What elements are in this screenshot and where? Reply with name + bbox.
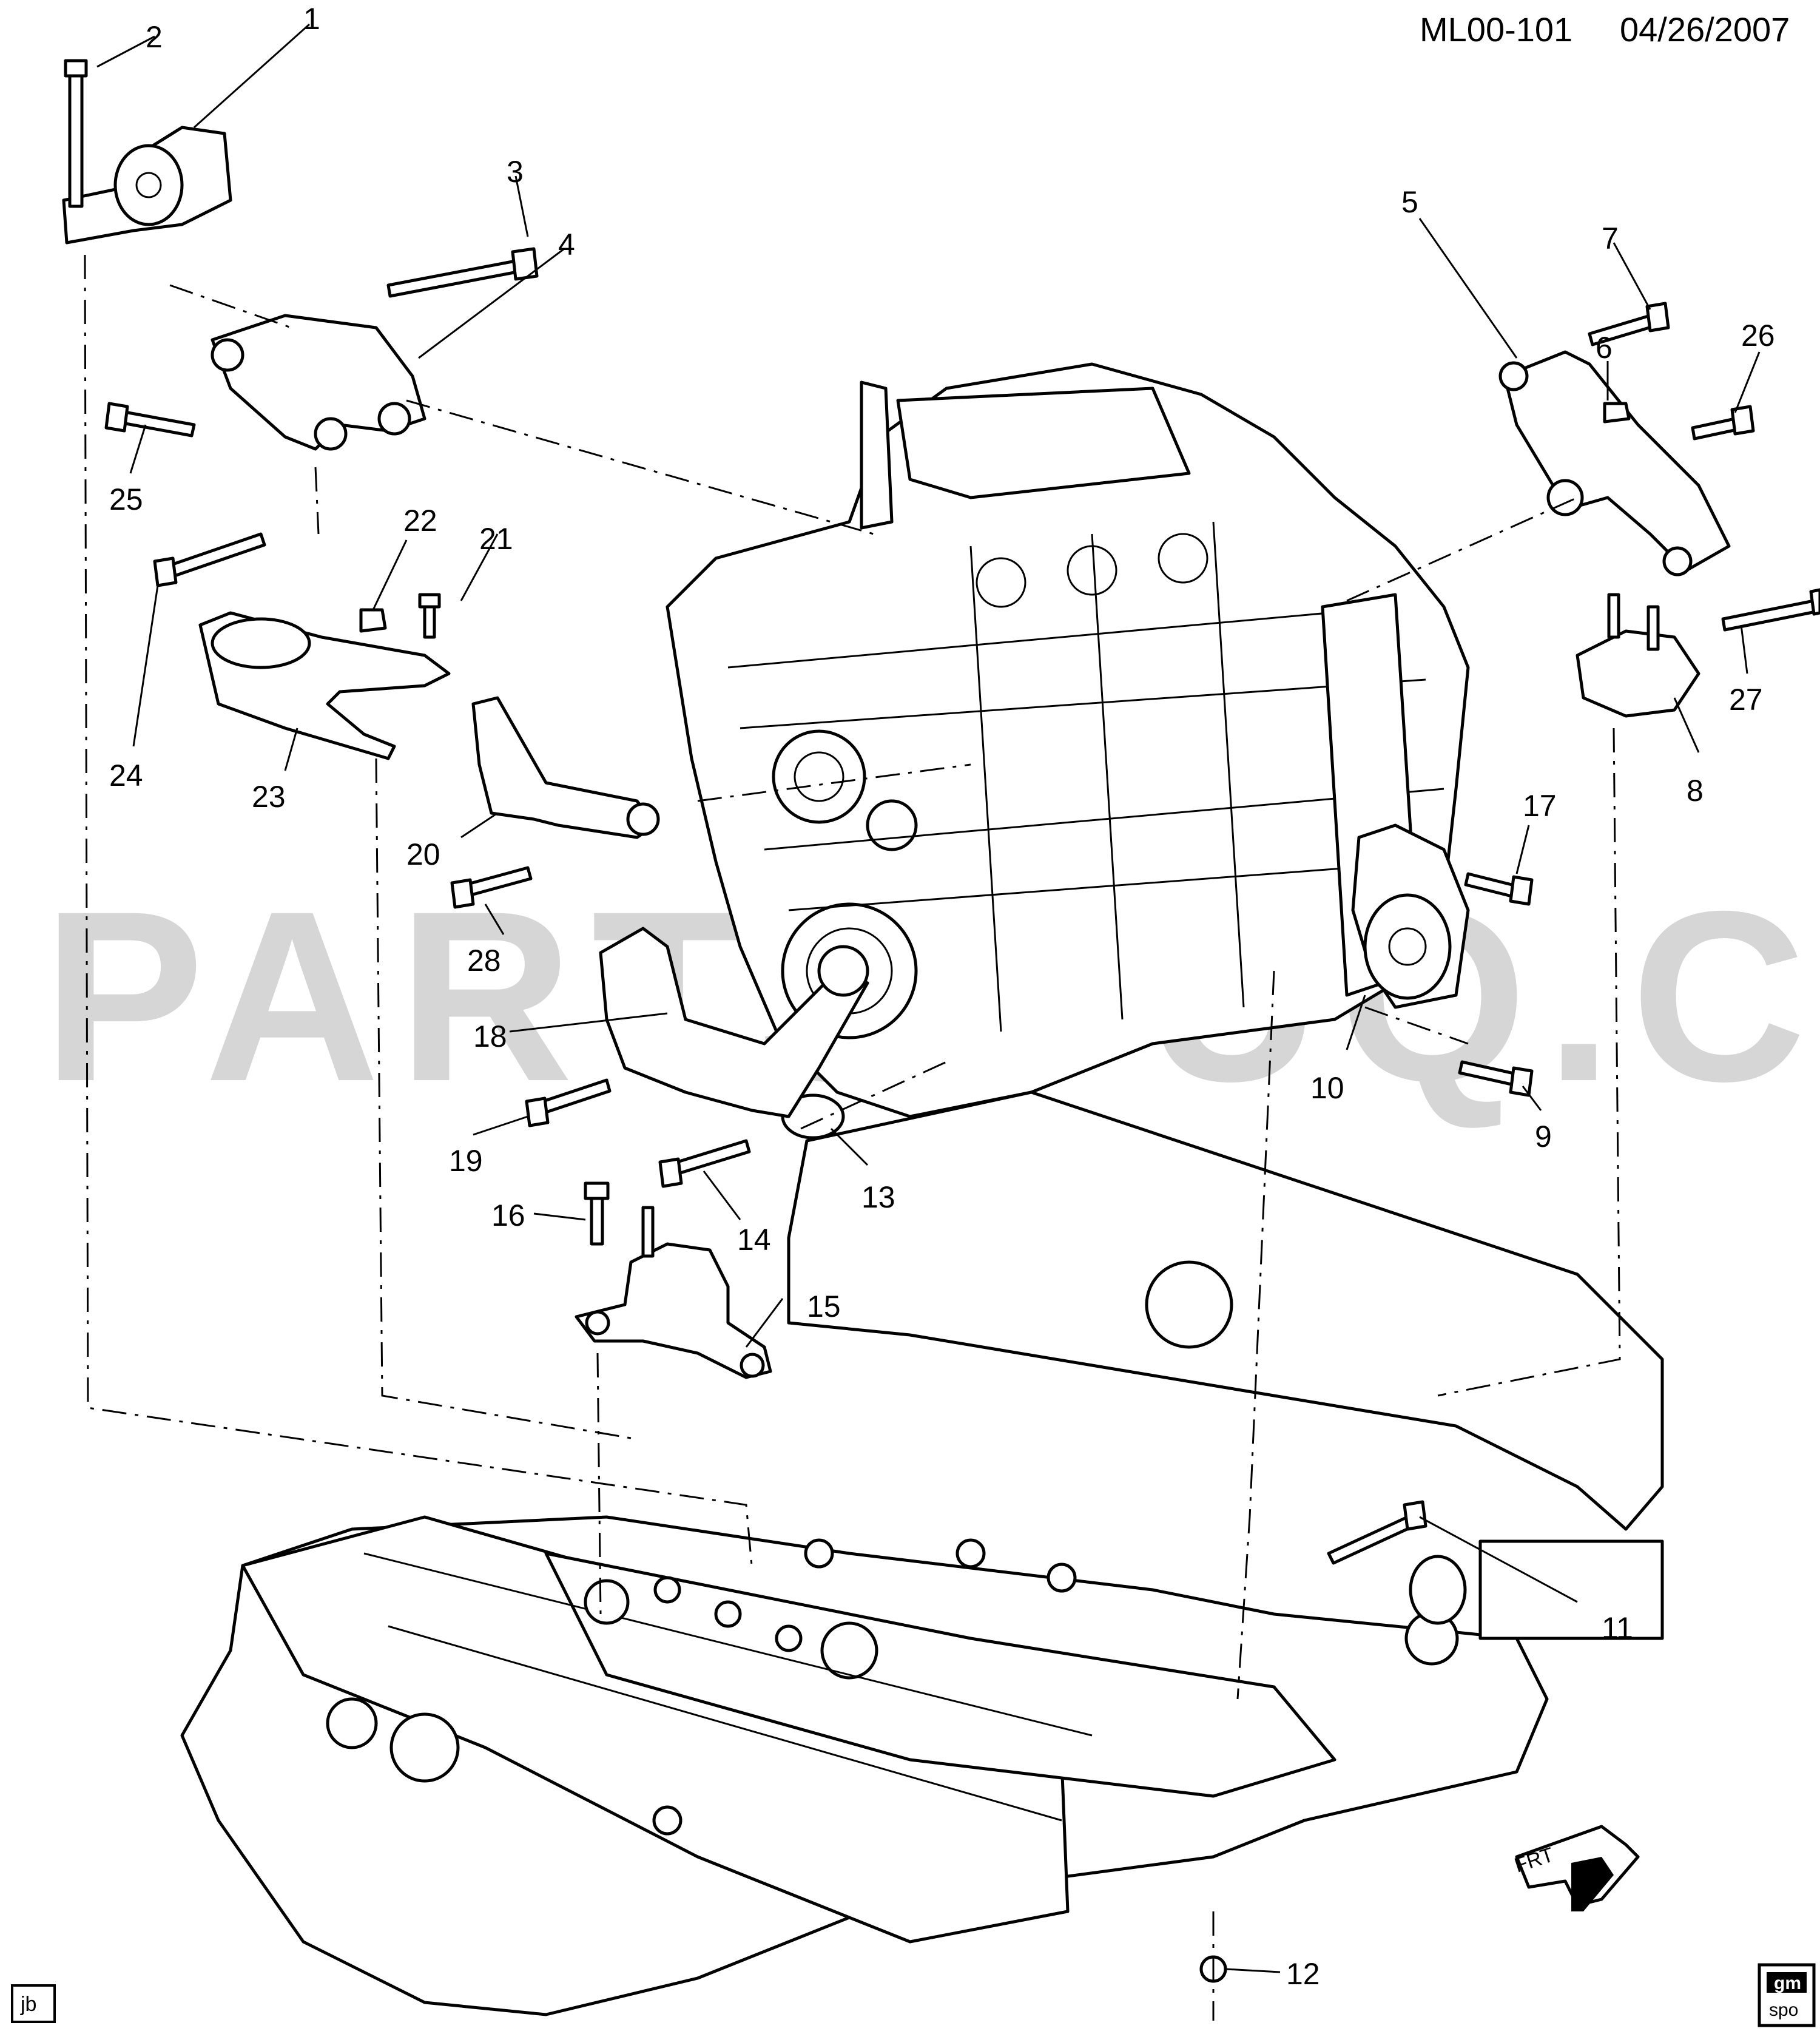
part-28-bolt [450,866,533,909]
part-20-bracket [471,696,660,839]
diagram-ref-code: ML00-101 [1420,10,1572,49]
callout-17: 17 [1523,789,1557,823]
part-17-bolt [1464,872,1534,906]
engine-assembly [666,362,1470,1118]
assembly-lines [84,254,1621,2021]
engine-cradle-frame [180,1090,1664,2016]
part-21-bolt [418,593,441,639]
leader-lines [96,23,1761,1973]
part-15-mount [575,1206,772,1379]
part-10-mount [1351,823,1470,1009]
callout-21: 21 [479,522,513,556]
logo-spo-text: spo [1769,2000,1798,2020]
callout-10: 10 [1310,1071,1344,1105]
part-26-bolt [1691,405,1755,441]
callout-5: 5 [1401,185,1418,219]
callout-8: 8 [1687,774,1704,808]
callout-26: 26 [1741,319,1775,353]
part-6-nut [1603,402,1631,424]
callout-11: 11 [1602,1611,1633,1645]
part-27-bolt [1721,588,1820,632]
part-2-bolt [64,59,88,208]
part-11-bolt [1327,1500,1467,1625]
callout-14: 14 [737,1223,771,1257]
part-25-bolt [104,402,196,438]
callout-22: 22 [403,504,437,538]
gm-spo-logo: gm spo [1758,1963,1816,2027]
callout-9: 9 [1535,1120,1552,1154]
part-5-bracket [1498,350,1731,576]
initials-text: jb [20,1993,36,2016]
part-18-bracket [599,927,869,1118]
callout-16: 16 [491,1198,525,1232]
callout-20: 20 [406,837,440,871]
callout-2: 2 [146,20,163,54]
part-4-bracket [211,314,426,451]
callout-labels: 1 2 3 4 5 6 7 8 9 10 11 12 13 14 15 16 1… [109,2,1775,1991]
callout-15: 15 [807,1289,841,1323]
callout-3: 3 [507,155,524,189]
front-direction-icon: FRT [1512,1825,1640,1911]
part-23-strut [198,611,451,760]
part-16-bolt [584,1181,610,1246]
part-3-bolt [386,247,539,298]
callout-13: 13 [861,1180,895,1214]
part-19-bolt [525,1078,612,1127]
callout-6: 6 [1596,331,1613,365]
callout-23: 23 [252,780,286,814]
part-8-mount [1576,593,1700,718]
callout-24: 24 [109,759,143,792]
logo-gm-text: gm [1774,1973,1801,1993]
callout-28: 28 [467,944,501,978]
part-1-mount [62,126,232,245]
part-24-bolt [153,532,266,587]
callout-27: 27 [1729,683,1763,717]
part-14-bolt [658,1139,751,1188]
callout-19: 19 [449,1144,483,1178]
callout-7: 7 [1602,221,1619,255]
diagram-date: 04/26/2007 [1620,10,1790,49]
initials-badge: jb [11,1984,56,2023]
callout-18: 18 [473,1019,507,1053]
callout-12: 12 [1286,1957,1320,1991]
part-7-bolt [1588,302,1670,346]
part-22-nut [359,608,387,633]
callout-4: 4 [558,228,575,262]
callout-25: 25 [109,482,143,516]
callout-1: 1 [303,2,320,36]
